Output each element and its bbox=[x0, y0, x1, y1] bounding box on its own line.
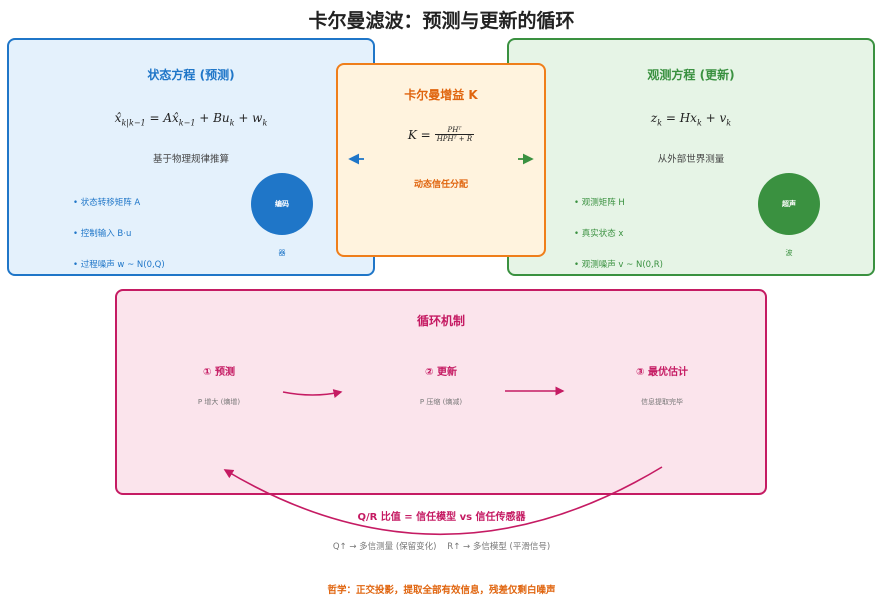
qr-ratio-label: Q/R 比值 = 信任模型 vs 信任传感器 bbox=[357, 512, 526, 523]
obs-bullet-2: • 真实状态 x bbox=[574, 229, 624, 239]
encoder-caption: 器 bbox=[278, 249, 286, 257]
gain-numerator: PHᵀ bbox=[447, 126, 462, 134]
loop-mechanism-panel bbox=[115, 289, 767, 495]
step-optimal-note: 信息提取完毕 bbox=[641, 398, 683, 406]
step-update: ② 更新 bbox=[425, 367, 457, 378]
step-predict: ① 预测 bbox=[203, 367, 235, 378]
arrow-predict-to-update bbox=[282, 389, 343, 398]
loop-heading: 循环机制 bbox=[416, 314, 465, 328]
gain-equation: K = PHᵀ HPHᵀ + R bbox=[336, 126, 546, 143]
gain-note: 动态信任分配 bbox=[413, 180, 468, 190]
state-subtitle: 基于物理规律推算 bbox=[152, 154, 229, 165]
step-update-note: P 压缩 (熵减) bbox=[419, 398, 463, 406]
obs-subtitle: 从外部世界测量 bbox=[657, 154, 725, 165]
step-optimal: ③ 最优估计 bbox=[636, 367, 688, 378]
page-title: 卡尔曼滤波：预测与更新的循环 bbox=[308, 10, 575, 32]
gain-denominator: HPHᵀ + R bbox=[434, 134, 475, 143]
ultrasound-caption: 波 bbox=[785, 249, 793, 257]
state-equation: x̂k|k−1 = Ax̂k−1 + Buk + wk bbox=[114, 111, 268, 128]
obs-heading: 观测方程 (更新) bbox=[647, 68, 735, 82]
philosophy-note: 哲学：正交投影，提取全部有效信息，残差仅剩白噪声 bbox=[327, 585, 556, 596]
qr-ratio-detail: Q↑ → 多信测量 (保留变化) R↑ → 多信模型 (平滑信号) bbox=[332, 542, 551, 552]
observation-equation-panel bbox=[507, 38, 875, 276]
ultrasound-circle: 超声 bbox=[758, 173, 820, 235]
state-bullet-2: • 控制输入 B·u bbox=[73, 229, 132, 239]
obs-bullet-1: • 观测矩阵 H bbox=[574, 198, 625, 208]
arrow-loop-back bbox=[223, 466, 663, 535]
kalman-gain-panel bbox=[336, 63, 546, 257]
obs-bullet-3: • 观测噪声 v ~ N(0,R) bbox=[574, 260, 663, 270]
encoder-circle: 编码 bbox=[251, 173, 313, 235]
gain-equation-lhs: K = bbox=[407, 127, 431, 142]
gain-heading: 卡尔曼增益 K bbox=[404, 88, 478, 102]
state-bullet-1: • 状态转移矩阵 A bbox=[73, 198, 141, 208]
state-heading: 状态方程 (预测) bbox=[147, 68, 235, 82]
step-predict-note: P 增大 (熵增) bbox=[197, 398, 241, 406]
state-bullet-3: • 过程噪声 w ~ N(0,Q) bbox=[73, 260, 165, 270]
obs-equation: zk = Hxk + vk bbox=[650, 111, 732, 128]
